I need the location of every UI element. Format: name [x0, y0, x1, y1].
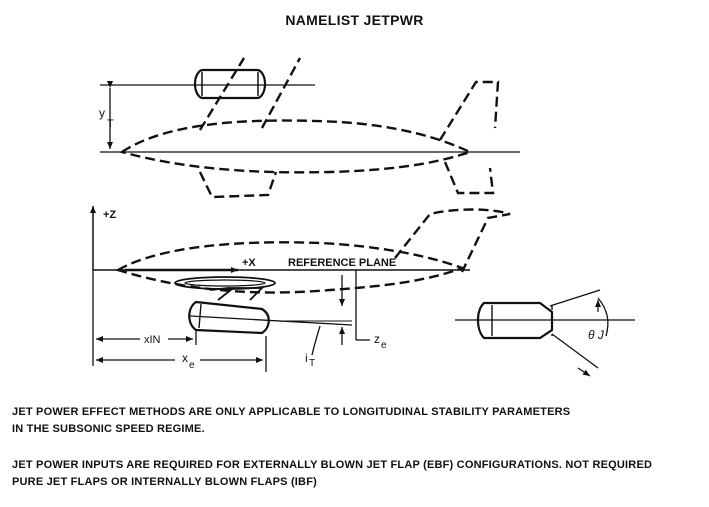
jet-deflection-lower	[551, 333, 599, 369]
ze-label: z	[374, 332, 380, 346]
top-view	[100, 57, 520, 199]
jet-power-geometry-diagram: y T	[90, 57, 635, 377]
vertical-tail-side	[394, 208, 511, 273]
engine-pylon	[209, 287, 265, 301]
wing-outline-top	[198, 57, 302, 199]
fuselage-outline-top	[119, 119, 474, 174]
engine-thrust-line	[189, 315, 353, 326]
nozzle-deflection-detail	[455, 289, 635, 377]
it-leader	[311, 325, 321, 356]
engine-nacelle-top	[193, 68, 267, 100]
theta-arrow-bottom	[577, 367, 591, 377]
note-jet-power-methods: JET POWER EFFECT METHODS ARE ONLY APPLIC…	[12, 404, 570, 438]
xe-subscript: e	[189, 360, 195, 371]
it-subscript: T	[309, 358, 315, 369]
diagram-title: NAMELIST JETPWR	[285, 12, 424, 28]
reference-plane-label: REFERENCE PLANE	[288, 257, 396, 269]
engine-nacelle-side	[188, 300, 270, 335]
theta-j-label: θ J	[588, 328, 605, 342]
yt-subscript: T	[107, 118, 114, 130]
note1-line2: IN THE SUBSONIC SPEED REGIME.	[12, 423, 205, 435]
fuselage-outline-side	[114, 241, 466, 294]
note1-line1: JET POWER EFFECT METHODS ARE ONLY APPLIC…	[12, 406, 571, 418]
it-label: i	[305, 351, 308, 365]
note2-line2: PURE JET FLAPS OR INTERNALLY BLOWN FLAPS…	[12, 476, 317, 488]
plus-z-label: +Z	[103, 209, 116, 221]
plus-x-label: +X	[242, 257, 256, 269]
wing-section-inner	[184, 279, 266, 287]
ze-subscript: e	[381, 340, 387, 351]
note-jet-power-inputs: JET POWER INPUTS ARE REQUIRED FOR EXTERN…	[12, 457, 652, 491]
side-view	[90, 206, 511, 372]
note2-line1: JET POWER INPUTS ARE REQUIRED FOR EXTERN…	[12, 459, 653, 471]
xe-label: x	[182, 351, 188, 365]
jet-deflection-upper	[549, 289, 601, 307]
yt-label: y	[99, 106, 105, 120]
xin-label: xIN	[144, 334, 161, 346]
tail-outline-top	[438, 80, 500, 195]
